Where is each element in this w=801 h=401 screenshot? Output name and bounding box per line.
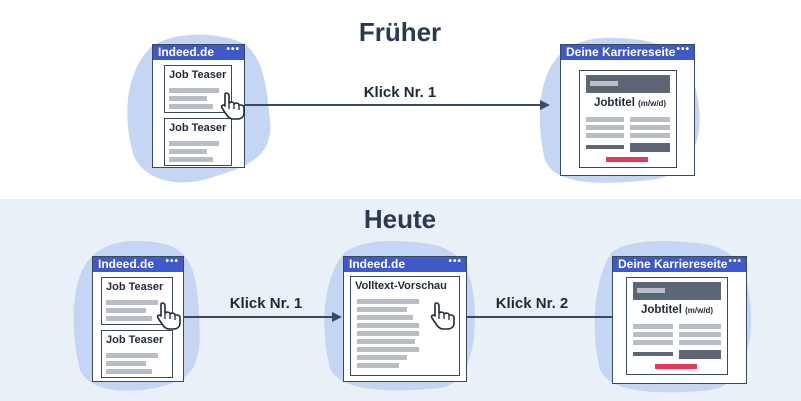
text-line	[357, 339, 415, 344]
text-line	[106, 300, 158, 305]
window-titlebar: Indeed.de •••	[153, 45, 244, 60]
window-career-now: Deine Karriereseite ••• Jobtitel (m/w/d)	[612, 256, 747, 384]
window-title: Indeed.de	[98, 257, 155, 271]
window-title: Indeed.de	[349, 257, 406, 271]
section-title-heute: Heute	[363, 204, 437, 234]
apply-block	[679, 350, 721, 359]
hand-pointer-icon	[430, 302, 455, 330]
hand-pointer-icon	[156, 302, 181, 330]
text-line	[679, 332, 721, 337]
window-titlebar: Deine Karriereseite •••	[561, 45, 694, 60]
text-line	[357, 355, 407, 360]
window-title: Indeed.de	[158, 45, 215, 59]
job-page-card: Jobtitel (m/w/d)	[579, 70, 677, 168]
text-line	[169, 104, 213, 109]
header-text-line	[590, 81, 618, 86]
header-image	[586, 75, 670, 93]
text-line	[169, 141, 219, 146]
text-line	[357, 347, 419, 352]
header-text-line	[637, 288, 665, 293]
window-titlebar: Deine Karriereseite •••	[613, 257, 746, 272]
text-line	[106, 353, 158, 358]
job-page-card: Jobtitel (m/w/d)	[626, 277, 728, 375]
job-teaser-card[interactable]: Job Teaser	[164, 118, 232, 166]
text-line	[106, 316, 152, 321]
job-teaser-label: Job Teaser	[169, 122, 227, 134]
job-teaser-card[interactable]: Job Teaser	[101, 330, 173, 378]
text-line-dark	[633, 352, 673, 356]
text-line	[357, 307, 407, 312]
window-menu-dots-icon: •••	[676, 45, 690, 55]
fulltext-preview-label: Volltext-Vorschau	[355, 280, 447, 292]
text-line	[169, 149, 207, 154]
text-line	[106, 361, 146, 366]
window-menu-dots-icon: •••	[165, 257, 179, 267]
text-line	[586, 133, 624, 138]
text-line	[357, 363, 399, 368]
text-line	[630, 125, 670, 130]
text-line	[633, 324, 673, 329]
apply-button[interactable]	[655, 364, 697, 369]
text-line	[357, 315, 413, 320]
window-indeed-now: Indeed.de ••• Job Teaser Job Teaser	[92, 256, 184, 382]
text-line	[357, 331, 419, 336]
job-title-text: Jobtitel	[641, 304, 682, 316]
apply-block	[630, 143, 670, 152]
window-titlebar: Indeed.de •••	[93, 257, 183, 272]
job-teaser-label: Job Teaser	[106, 281, 164, 293]
job-title: Jobtitel (m/w/d)	[641, 304, 713, 316]
section-title-frueher: Früher	[358, 17, 442, 47]
text-line	[586, 117, 624, 122]
window-menu-dots-icon: •••	[448, 257, 462, 267]
text-line	[357, 299, 419, 304]
text-line	[679, 340, 721, 345]
hand-pointer-icon	[220, 92, 245, 120]
window-titlebar: Indeed.de •••	[344, 257, 466, 272]
apply-button[interactable]	[606, 157, 648, 162]
edge-label-klick2-now: Klick Nr. 2	[495, 295, 569, 312]
text-line	[106, 369, 152, 374]
window-career-before: Deine Karriereseite ••• Jobtitel (m/w/d)	[560, 44, 695, 176]
header-image	[633, 282, 721, 300]
window-indeed-before: Indeed.de ••• Job Teaser Job Teaser	[152, 44, 245, 168]
edge-label-klick-before: Klick Nr. 1	[363, 84, 437, 101]
text-line	[169, 157, 213, 162]
job-title: Jobtitel (m/w/d)	[594, 97, 666, 109]
text-line	[630, 117, 670, 122]
text-line	[106, 308, 146, 313]
window-title: Deine Karriereseite	[566, 45, 676, 59]
job-title-suffix: (m/w/d)	[638, 99, 667, 108]
window-title: Deine Karriereseite	[618, 257, 728, 271]
text-line-dark	[586, 145, 624, 149]
job-teaser-label: Job Teaser	[106, 334, 164, 346]
edge-label-klick1-now: Klick Nr. 1	[229, 295, 303, 312]
text-line	[169, 96, 207, 101]
text-line	[357, 323, 419, 328]
job-title-suffix: (m/w/d)	[685, 306, 714, 315]
job-title-text: Jobtitel	[594, 97, 635, 109]
window-menu-dots-icon: •••	[226, 45, 240, 55]
text-line	[169, 88, 219, 93]
job-teaser-label: Job Teaser	[169, 69, 227, 81]
text-line	[633, 332, 673, 337]
text-line	[630, 133, 670, 138]
window-menu-dots-icon: •••	[728, 257, 742, 267]
text-line	[586, 125, 624, 130]
job-teaser-card[interactable]: Job Teaser	[164, 65, 232, 113]
text-line	[679, 324, 721, 329]
text-line	[633, 340, 673, 345]
